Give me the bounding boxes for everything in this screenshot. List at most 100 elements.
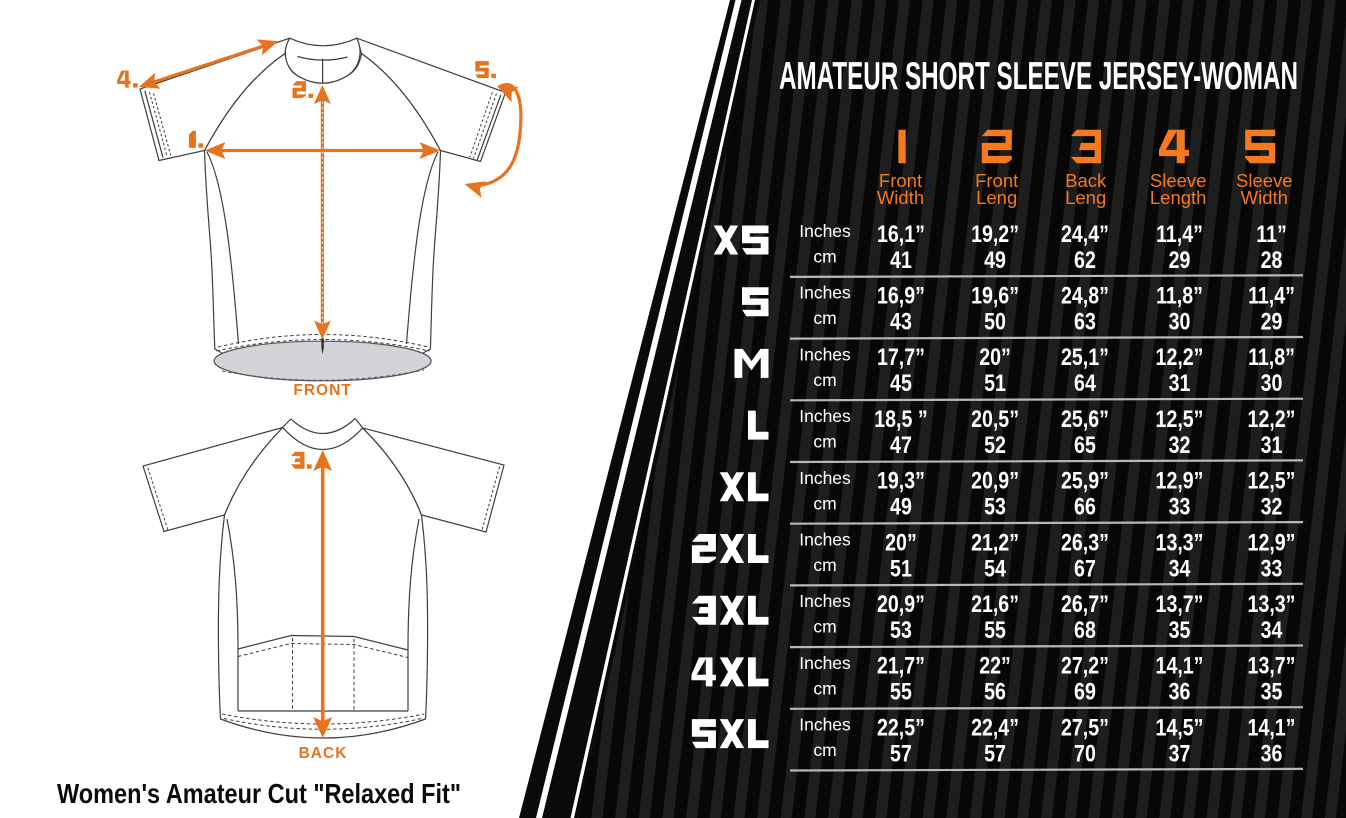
svg-text:11”: 11” <box>1256 220 1287 248</box>
svg-text:12,9”: 12,9” <box>1156 467 1204 495</box>
svg-text:Width: Width <box>1241 187 1288 208</box>
svg-text:cm: cm <box>813 617 836 637</box>
svg-text:Inches: Inches <box>799 406 851 426</box>
svg-text:29: 29 <box>1169 246 1191 274</box>
svg-text:27,2”: 27,2” <box>1061 652 1109 680</box>
svg-text:Front: Front <box>879 170 922 191</box>
svg-text:17,7”: 17,7” <box>877 343 925 371</box>
svg-text:22,4”: 22,4” <box>971 713 1019 741</box>
svg-text:12,2”: 12,2” <box>1156 343 1204 371</box>
svg-text:19,6”: 19,6” <box>971 281 1019 309</box>
svg-text:21,2”: 21,2” <box>971 528 1019 556</box>
svg-text:FRONT: FRONT <box>293 382 351 399</box>
svg-text:12,9”: 12,9” <box>1248 528 1296 556</box>
svg-text:Inches: Inches <box>799 530 851 550</box>
svg-text:63: 63 <box>1074 307 1096 335</box>
svg-text:18,5 ”: 18,5 ” <box>874 405 927 433</box>
svg-text:31: 31 <box>1169 369 1191 397</box>
svg-text:Inches: Inches <box>799 591 851 611</box>
svg-text:21,7”: 21,7” <box>877 652 925 680</box>
svg-text:27,5”: 27,5” <box>1061 713 1109 741</box>
svg-text:Inches: Inches <box>799 221 851 241</box>
svg-text:22,5”: 22,5” <box>877 713 925 741</box>
svg-text:Width: Width <box>877 187 924 208</box>
svg-text:Inches: Inches <box>799 715 851 735</box>
svg-text:52: 52 <box>984 431 1006 459</box>
svg-text:50: 50 <box>984 307 1006 335</box>
svg-text:29: 29 <box>1261 307 1283 335</box>
svg-text:14,1”: 14,1” <box>1156 652 1204 680</box>
svg-text:67: 67 <box>1074 554 1096 582</box>
svg-text:11,4”: 11,4” <box>1248 281 1295 309</box>
svg-text:cm: cm <box>813 493 836 513</box>
svg-text:BACK: BACK <box>299 745 348 762</box>
svg-text:25,9”: 25,9” <box>1061 467 1109 495</box>
svg-text:13,7”: 13,7” <box>1248 652 1296 680</box>
svg-text:51: 51 <box>890 554 912 582</box>
svg-text:Length: Length <box>1150 187 1207 208</box>
svg-text:35: 35 <box>1169 616 1191 644</box>
svg-text:Leng: Leng <box>976 187 1017 208</box>
svg-text:Leng: Leng <box>1065 187 1106 208</box>
svg-text:12,5”: 12,5” <box>1156 405 1204 433</box>
svg-text:53: 53 <box>984 493 1006 521</box>
svg-text:19,3”: 19,3” <box>877 467 925 495</box>
svg-text:25,6”: 25,6” <box>1061 405 1109 433</box>
svg-text:55: 55 <box>984 616 1006 644</box>
svg-text:Back: Back <box>1065 170 1107 191</box>
svg-text:Inches: Inches <box>799 283 851 303</box>
svg-text:20”: 20” <box>979 343 1011 371</box>
svg-text:cm: cm <box>813 432 836 452</box>
svg-text:26,7”: 26,7” <box>1061 590 1109 618</box>
svg-text:20”: 20” <box>885 528 917 556</box>
svg-text:20,9”: 20,9” <box>971 467 1019 495</box>
svg-text:13,3”: 13,3” <box>1248 590 1296 618</box>
svg-text:24,4”: 24,4” <box>1061 220 1109 248</box>
svg-text:64: 64 <box>1074 369 1096 397</box>
svg-text:Sleeve: Sleeve <box>1150 170 1207 191</box>
svg-text:Front: Front <box>975 170 1018 191</box>
svg-text:33: 33 <box>1169 493 1191 521</box>
svg-text:30: 30 <box>1261 369 1283 397</box>
svg-text:22”: 22” <box>979 652 1011 680</box>
svg-text:28: 28 <box>1261 246 1283 274</box>
svg-text:21,6”: 21,6” <box>971 590 1019 618</box>
svg-text:cm: cm <box>813 247 836 267</box>
svg-text:70: 70 <box>1074 739 1096 767</box>
svg-text:36: 36 <box>1169 678 1191 706</box>
svg-text:32: 32 <box>1261 493 1283 521</box>
svg-text:30: 30 <box>1169 307 1191 335</box>
svg-text:49: 49 <box>890 493 912 521</box>
svg-text:12,2”: 12,2” <box>1248 405 1296 433</box>
svg-text:20,5”: 20,5” <box>971 405 1019 433</box>
svg-text:62: 62 <box>1074 246 1096 274</box>
svg-text:37: 37 <box>1169 739 1191 767</box>
svg-text:20,9”: 20,9” <box>877 590 925 618</box>
svg-text:57: 57 <box>984 739 1006 767</box>
svg-text:65: 65 <box>1074 431 1096 459</box>
svg-text:53: 53 <box>890 616 912 644</box>
svg-text:cm: cm <box>813 370 836 390</box>
svg-text:31: 31 <box>1261 431 1283 459</box>
svg-text:Inches: Inches <box>799 653 851 673</box>
svg-text:13,3”: 13,3” <box>1156 528 1204 556</box>
svg-text:Sleeve: Sleeve <box>1236 170 1293 191</box>
svg-text:cm: cm <box>813 308 836 328</box>
svg-text:11,8”: 11,8” <box>1248 343 1295 371</box>
svg-text:49: 49 <box>984 246 1006 274</box>
svg-text:26,3”: 26,3” <box>1061 528 1109 556</box>
svg-text:12,5”: 12,5” <box>1248 467 1296 495</box>
svg-text:24,8”: 24,8” <box>1061 281 1109 309</box>
svg-text:54: 54 <box>984 554 1006 582</box>
svg-text:19,2”: 19,2” <box>971 220 1019 248</box>
svg-text:16,1”: 16,1” <box>877 220 925 248</box>
svg-text:13,7”: 13,7” <box>1156 590 1204 618</box>
svg-text:25,1”: 25,1” <box>1061 343 1109 371</box>
svg-text:68: 68 <box>1074 616 1096 644</box>
svg-text:14,5”: 14,5” <box>1156 713 1204 741</box>
svg-text:Inches: Inches <box>799 468 851 488</box>
svg-text:69: 69 <box>1074 678 1096 706</box>
svg-text:34: 34 <box>1169 554 1191 582</box>
svg-text:Women's Amateur Cut "Relaxed F: Women's Amateur Cut "Relaxed Fit" <box>57 778 461 809</box>
svg-text:56: 56 <box>984 678 1006 706</box>
